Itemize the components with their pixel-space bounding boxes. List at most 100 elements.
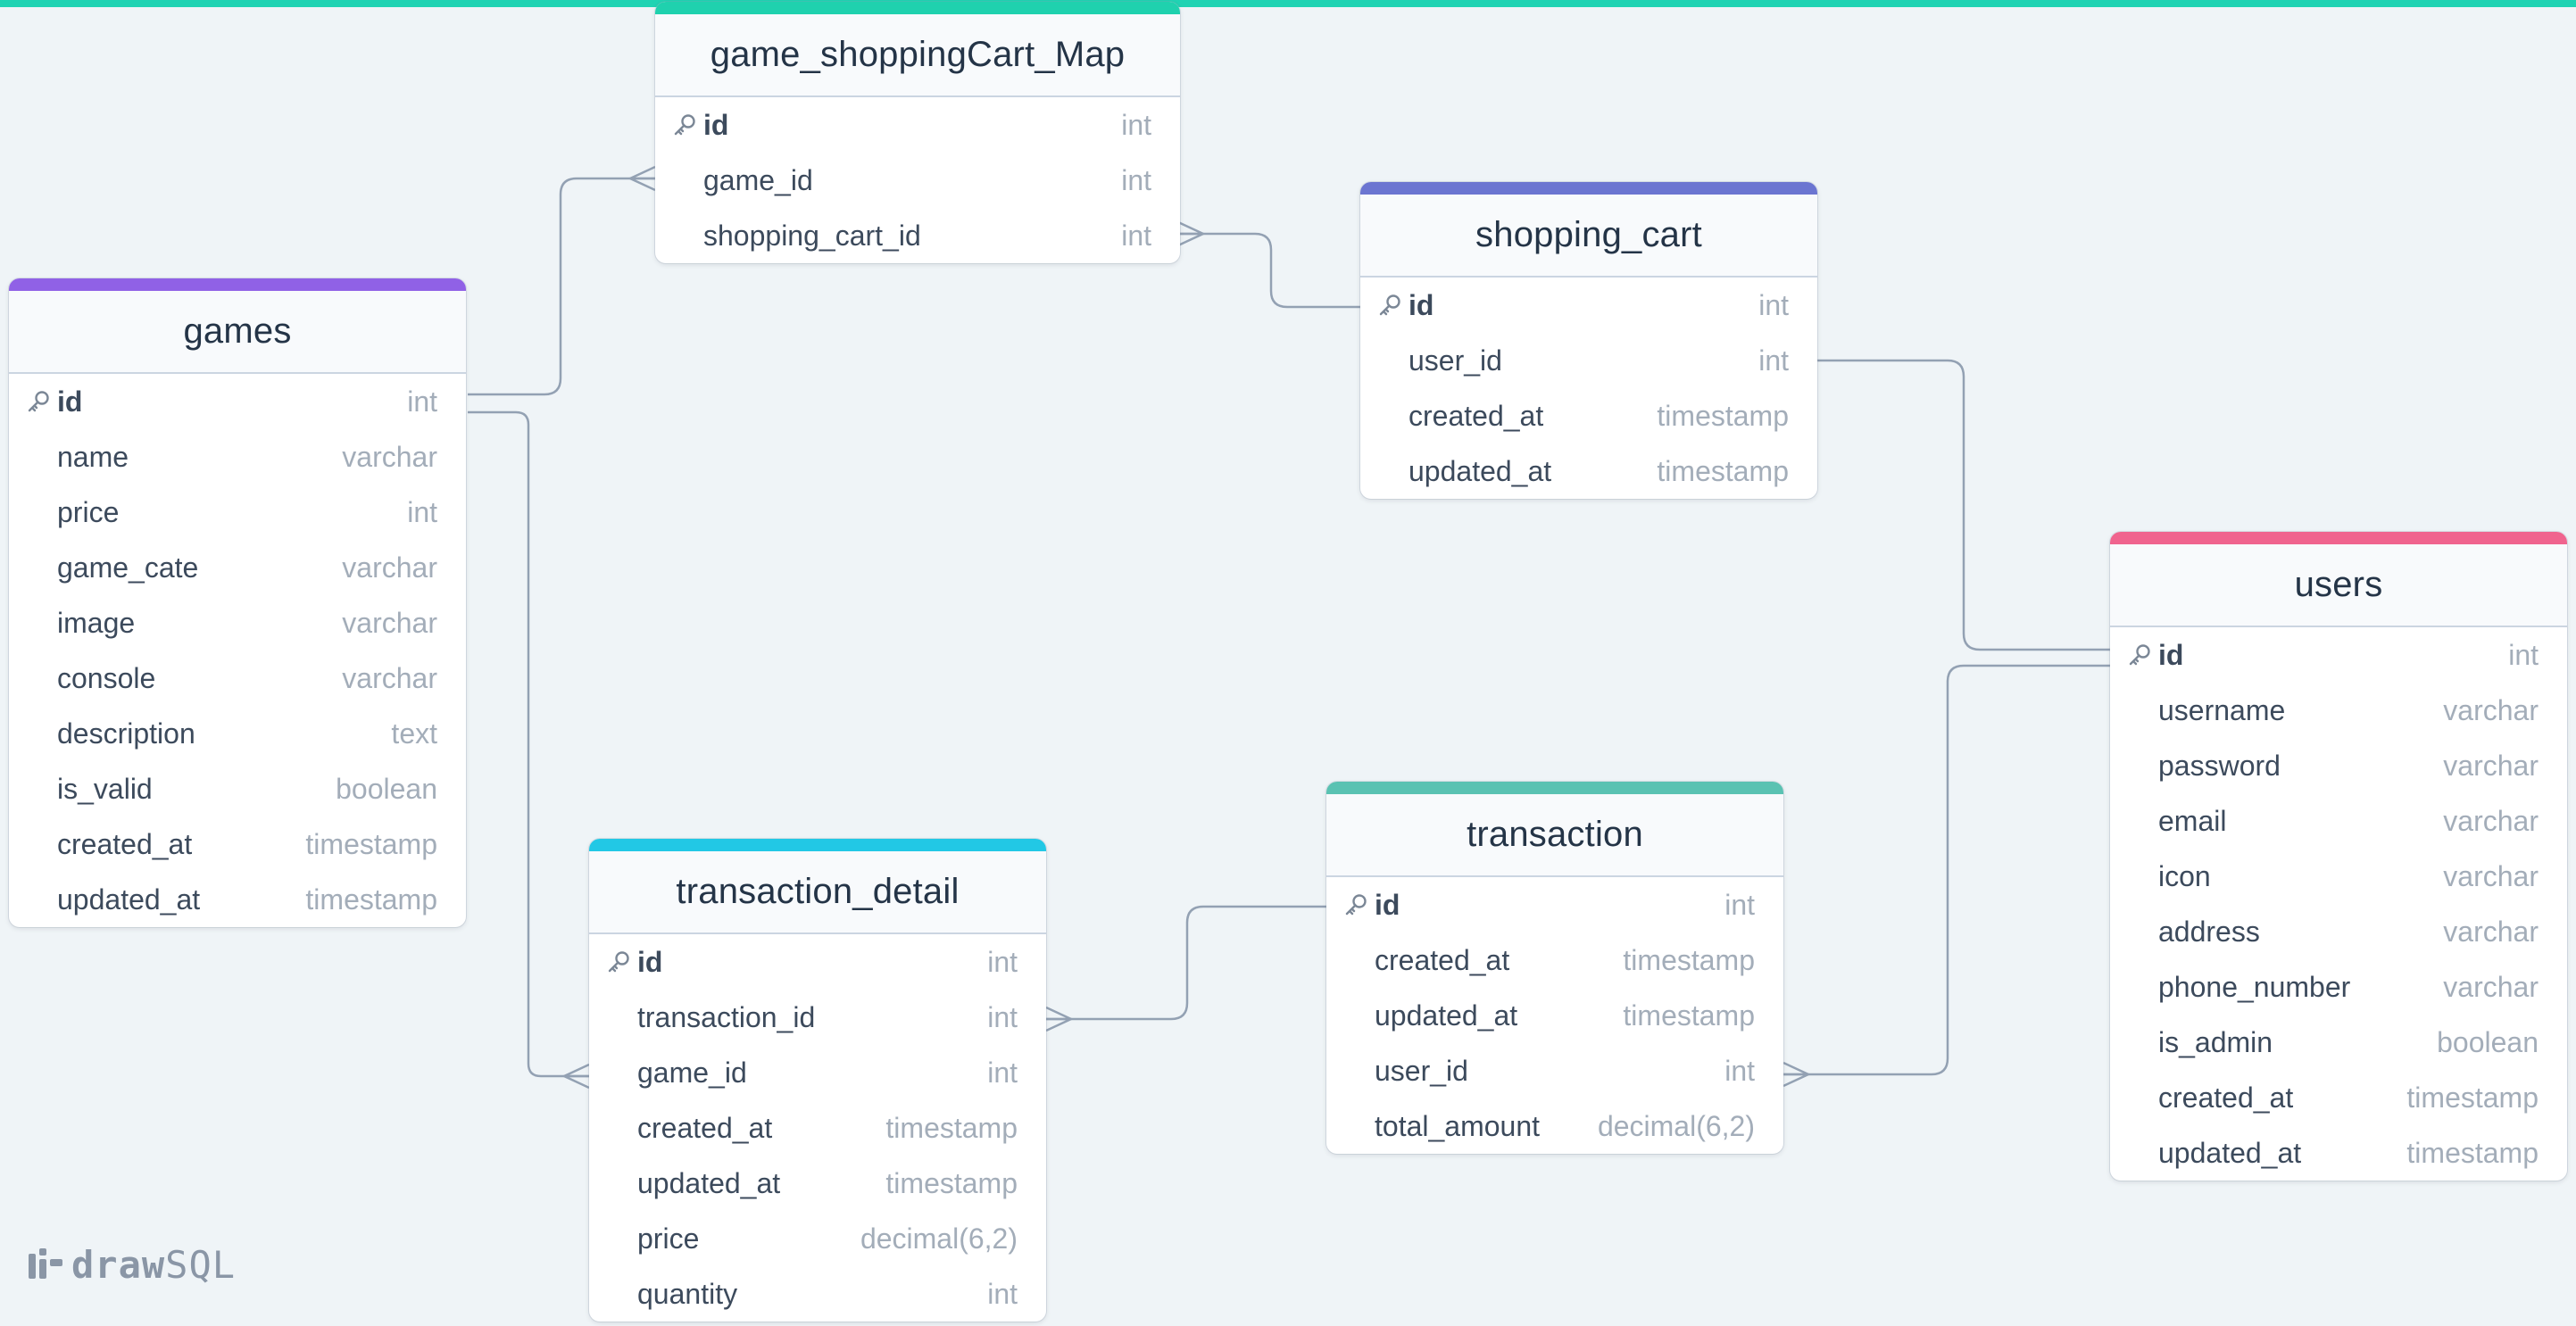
column-name: username: [2158, 693, 2286, 726]
column-name: game_cate: [57, 551, 199, 584]
column-name: transaction_id: [637, 1000, 816, 1033]
column-type: int: [1121, 219, 1151, 252]
column-type: timestamp: [305, 827, 437, 860]
column-type: int: [1758, 344, 1789, 377]
link-users-to-cart[interactable]: [1817, 359, 2110, 651]
column-type: varchar: [2443, 804, 2539, 837]
table-name[interactable]: game_shoppingCart_Map: [655, 14, 1180, 97]
column-name: name: [57, 440, 129, 473]
column-row[interactable]: transaction_id int: [589, 990, 1046, 1045]
column-type: varchar: [2443, 970, 2539, 1003]
link-users-to-transaction[interactable]: [1783, 664, 2110, 1076]
column-row[interactable]: created_at timestamp: [9, 816, 466, 872]
column-type: int: [987, 945, 1018, 978]
column-type: varchar: [2443, 693, 2539, 726]
table-color-bar: [1326, 782, 1783, 794]
primary-key-icon: [671, 112, 698, 138]
column-type: varchar: [2443, 915, 2539, 948]
column-name: updated_at: [2158, 1136, 2302, 1169]
primary-key-icon: [1342, 891, 1369, 918]
column-name: updated_at: [57, 883, 201, 916]
table-name[interactable]: games: [9, 291, 466, 374]
column-name: created_at: [57, 827, 193, 860]
link-cart-to-map[interactable]: [1178, 232, 1360, 309]
table-name[interactable]: users: [2110, 544, 2567, 627]
primary-key-icon: [605, 949, 632, 975]
link-games-to-map[interactable]: [468, 177, 655, 396]
column-row[interactable]: username varchar: [2110, 683, 2567, 738]
primary-key-icon: [25, 388, 52, 415]
column-name: password: [2158, 749, 2281, 782]
column-name: game_id: [703, 163, 813, 196]
crowfoot-map-cart-id: [1177, 220, 1205, 247]
column-name: updated_at: [1375, 999, 1518, 1032]
drawsql-logo: drawSQL: [27, 1243, 236, 1287]
table-name[interactable]: transaction: [1326, 794, 1783, 877]
column-name: image: [57, 606, 136, 639]
column-type: timestamp: [2406, 1136, 2539, 1169]
link-games-to-detail[interactable]: [468, 410, 589, 1078]
column-row[interactable]: updated_at timestamp: [2110, 1125, 2567, 1181]
drawsql-wordmark: drawSQL: [71, 1243, 237, 1287]
column-type: int: [987, 1000, 1018, 1033]
column-name: updated_at: [637, 1166, 781, 1199]
crowfoot-detail-game-id: [562, 1063, 590, 1090]
column-type: varchar: [342, 661, 437, 694]
column-type: boolean: [2437, 1025, 2539, 1058]
column-type: int: [987, 1056, 1018, 1089]
column-type: int: [407, 385, 437, 418]
column-name: description: [57, 717, 195, 750]
drawsql-logo-icon: [29, 1247, 62, 1279]
table-name[interactable]: transaction_detail: [589, 851, 1046, 934]
table-name[interactable]: shopping_cart: [1360, 195, 1817, 278]
table-color-bar: [589, 839, 1046, 851]
column-name: price: [57, 495, 120, 528]
column-type: decimal(6,2): [860, 1222, 1018, 1255]
column-type: int: [1758, 288, 1789, 321]
link-transaction-to-detail[interactable]: [1046, 905, 1326, 1021]
column-name: id: [703, 108, 729, 141]
column-name: user_id: [1375, 1054, 1468, 1087]
